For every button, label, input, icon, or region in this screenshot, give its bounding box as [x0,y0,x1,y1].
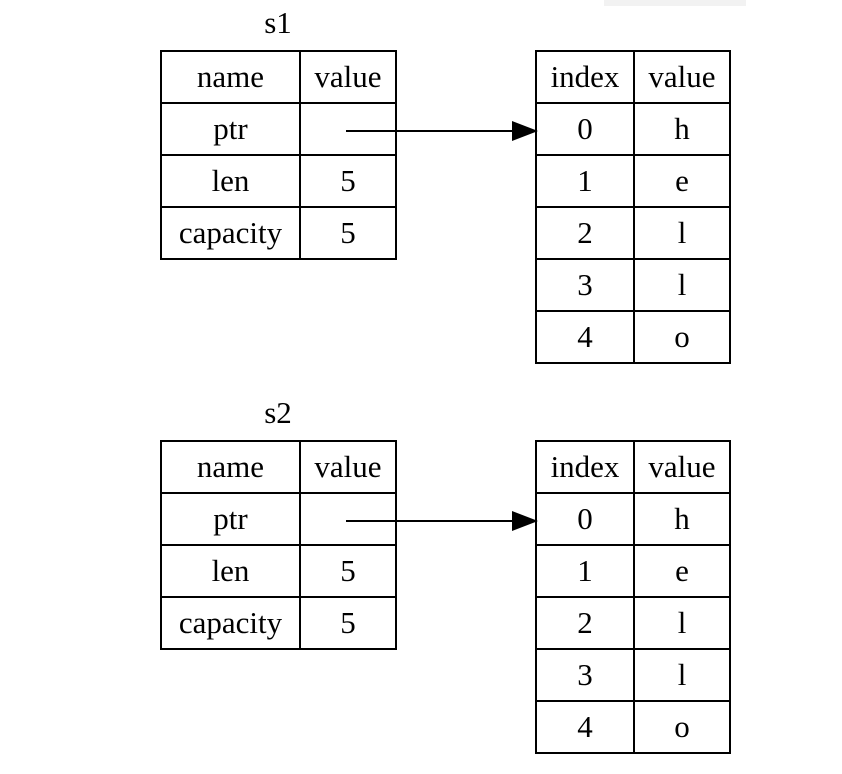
table-row: 0 h [535,492,731,546]
column-header-index: index [535,440,635,494]
table-row: 4 o [535,700,731,754]
table-row: ptr [160,102,397,156]
table-header-row: index value [535,50,731,104]
arrowhead [512,121,538,141]
index-cell: 4 [535,700,635,754]
pointer-arrow [346,121,538,141]
string-diagram-s2: s2 name value ptr len 5 capacity 5 index… [0,390,842,770]
column-header-value: value [633,440,731,494]
field-name-cell: capacity [160,596,301,650]
table-row: len 5 [160,544,397,598]
char-cell: h [633,492,731,546]
table-header-row: name value [160,440,397,494]
char-cell: o [633,700,731,754]
table-header-row: index value [535,440,731,494]
table-row: ptr [160,492,397,546]
char-cell: l [633,648,731,702]
stack-table: name value ptr len 5 capacity 5 [160,440,397,650]
index-cell: 1 [535,544,635,598]
field-name-cell: capacity [160,206,301,260]
index-cell: 0 [535,492,635,546]
field-value-cell [299,492,397,546]
index-cell: 0 [535,102,635,156]
index-cell: 3 [535,258,635,312]
index-cell: 1 [535,154,635,208]
index-cell: 2 [535,596,635,650]
char-cell: e [633,154,731,208]
table-row: 1 e [535,544,731,598]
column-header-value: value [299,50,397,104]
stack-table: name value ptr len 5 capacity 5 [160,50,397,260]
index-cell: 2 [535,206,635,260]
char-cell: h [633,102,731,156]
column-header-value: value [299,440,397,494]
variable-label: s2 [264,395,292,430]
char-cell: l [633,258,731,312]
table-row: 2 l [535,596,731,650]
table-row: capacity 5 [160,596,397,650]
pointer-arrow [346,511,538,531]
field-value-cell: 5 [299,544,397,598]
index-cell: 4 [535,310,635,364]
table-header-row: name value [160,50,397,104]
heap-table: index value 0 h 1 e 2 l 3 l 4 o [535,50,731,364]
table-row: 0 h [535,102,731,156]
table-row: capacity 5 [160,206,397,260]
field-value-cell: 5 [299,596,397,650]
top-strip [604,0,746,6]
table-row: 4 o [535,310,731,364]
column-header-name: name [160,50,301,104]
column-header-name: name [160,440,301,494]
table-row: 1 e [535,154,731,208]
char-cell: o [633,310,731,364]
char-cell: l [633,206,731,260]
column-header-index: index [535,50,635,104]
arrowhead [512,511,538,531]
field-name-cell: len [160,154,301,208]
index-cell: 3 [535,648,635,702]
column-header-value: value [633,50,731,104]
table-row: len 5 [160,154,397,208]
char-cell: l [633,596,731,650]
field-value-cell: 5 [299,154,397,208]
string-diagram-s1: s1 name value ptr len 5 capacity 5 index… [0,0,842,380]
field-name-cell: ptr [160,492,301,546]
heap-table: index value 0 h 1 e 2 l 3 l 4 o [535,440,731,754]
field-name-cell: len [160,544,301,598]
field-value-cell: 5 [299,206,397,260]
field-value-cell [299,102,397,156]
table-row: 2 l [535,206,731,260]
field-name-cell: ptr [160,102,301,156]
char-cell: e [633,544,731,598]
variable-label: s1 [264,5,292,40]
table-row: 3 l [535,648,731,702]
table-row: 3 l [535,258,731,312]
